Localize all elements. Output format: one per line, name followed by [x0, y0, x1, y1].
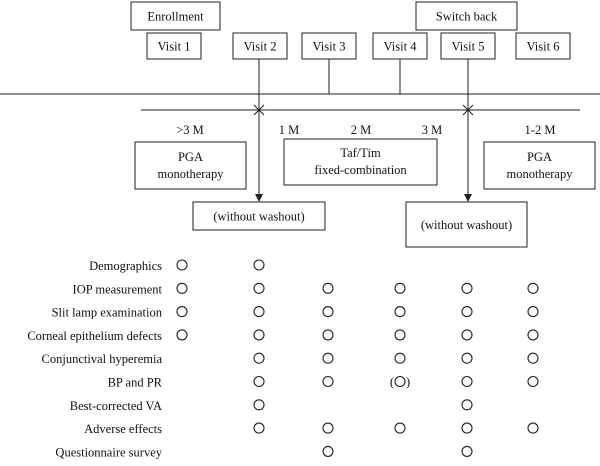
assessment-mark	[253, 422, 265, 434]
duration-label: 2 M	[351, 123, 372, 137]
assessment-mark	[322, 329, 334, 341]
assessment-row-label: Slit lamp examination	[52, 306, 163, 320]
enrollment-box	[130, 1, 221, 31]
assessment-row-label: Adverse effects	[84, 422, 162, 436]
phase-label: fixed-combination	[314, 163, 407, 177]
visit-4-label: Visit 4	[384, 40, 418, 54]
visit-5-cross-icon	[462, 104, 474, 116]
visit-6-box	[515, 32, 571, 60]
assessment-mark	[322, 445, 334, 457]
optional-mark-paren-right: )	[406, 375, 410, 389]
pga-monotherapy-box-2	[483, 141, 596, 190]
assessment-mark	[461, 422, 473, 434]
assessment-mark	[253, 306, 265, 318]
phase-label: PGA	[178, 150, 203, 164]
visit-6-label: Visit 6	[527, 40, 560, 54]
assessment-mark	[322, 352, 334, 364]
assessment-mark	[253, 399, 265, 411]
phase-label: monotherapy	[158, 167, 225, 181]
assessment-mark	[461, 445, 473, 457]
assessment-mark	[322, 422, 334, 434]
assessment-mark	[176, 282, 188, 294]
assessment-row-label: Questionnaire survey	[55, 445, 162, 459]
assessment-mark	[394, 422, 406, 434]
duration-label: 3 M	[422, 123, 443, 137]
assessment-mark	[461, 399, 473, 411]
visit-3-label: Visit 3	[313, 40, 346, 54]
assessment-mark	[253, 282, 265, 294]
visit-2-arrowhead-icon	[255, 194, 263, 202]
assessment-mark	[461, 375, 473, 388]
optional-mark-paren-left: (	[390, 375, 394, 389]
assessment-mark	[322, 282, 334, 294]
enrollment-label: Enrollment	[147, 10, 204, 24]
assessment-mark	[461, 282, 473, 294]
assessment-mark	[322, 306, 334, 318]
duration-label: 1-2 M	[525, 123, 556, 137]
assessment-mark	[176, 329, 188, 341]
assessment-mark	[253, 375, 265, 388]
washout-label: (without washout)	[213, 210, 304, 224]
pga-monotherapy-box-1	[134, 141, 247, 190]
taf-tim-box	[283, 138, 438, 186]
visit-1-box	[146, 32, 202, 60]
assessment-mark	[527, 306, 539, 318]
assessment-mark	[527, 352, 539, 364]
assessment-mark	[176, 306, 188, 318]
washout-box-2	[405, 201, 528, 248]
visit-2-cross-icon	[253, 104, 265, 116]
assessment-row-label: IOP measurement	[73, 282, 163, 296]
duration-label: >3 M	[176, 123, 204, 137]
switch-back-box	[415, 1, 518, 31]
assessment-mark	[527, 375, 539, 388]
phase-label: monotherapy	[507, 167, 574, 181]
phase-label: Taf/Tim	[340, 146, 381, 160]
assessment-mark	[527, 329, 539, 341]
assessment-mark	[253, 259, 265, 271]
assessment-mark	[461, 329, 473, 341]
visit-2-box	[232, 32, 288, 60]
assessment-mark	[253, 352, 265, 364]
visit-4-box	[372, 32, 428, 60]
assessment-row-label: BP and PR	[108, 376, 163, 390]
phase-label: PGA	[527, 150, 552, 164]
assessment-row-label: Best-corrected VA	[70, 399, 162, 413]
assessment-mark	[394, 352, 406, 364]
visit-2-label: Visit 2	[244, 40, 277, 54]
assessment-row-label: Demographics	[89, 259, 162, 273]
assessment-mark	[253, 329, 265, 341]
switch-back-label: Switch back	[436, 10, 498, 24]
visit-5-arrowhead-icon	[464, 194, 472, 202]
visit-5-label: Visit 5	[452, 40, 485, 54]
visit-1-label: Visit 1	[158, 40, 191, 54]
washout-box-1	[192, 201, 326, 231]
assessment-mark	[461, 352, 473, 364]
assessment-mark	[322, 375, 334, 388]
assessment-mark	[394, 282, 406, 294]
assessment-mark	[394, 306, 406, 318]
washout-label: (without washout)	[421, 218, 512, 232]
assessment-mark	[527, 282, 539, 294]
assessment-mark	[461, 306, 473, 318]
assessment-mark	[394, 329, 406, 341]
assessment-mark	[176, 259, 188, 271]
assessment-mark	[394, 375, 406, 388]
assessment-row-label: Corneal epithelium defects	[27, 329, 162, 343]
duration-label: 1 M	[279, 123, 300, 137]
assessment-row-label: Conjunctival hyperemia	[42, 352, 163, 366]
assessment-mark	[527, 422, 539, 434]
